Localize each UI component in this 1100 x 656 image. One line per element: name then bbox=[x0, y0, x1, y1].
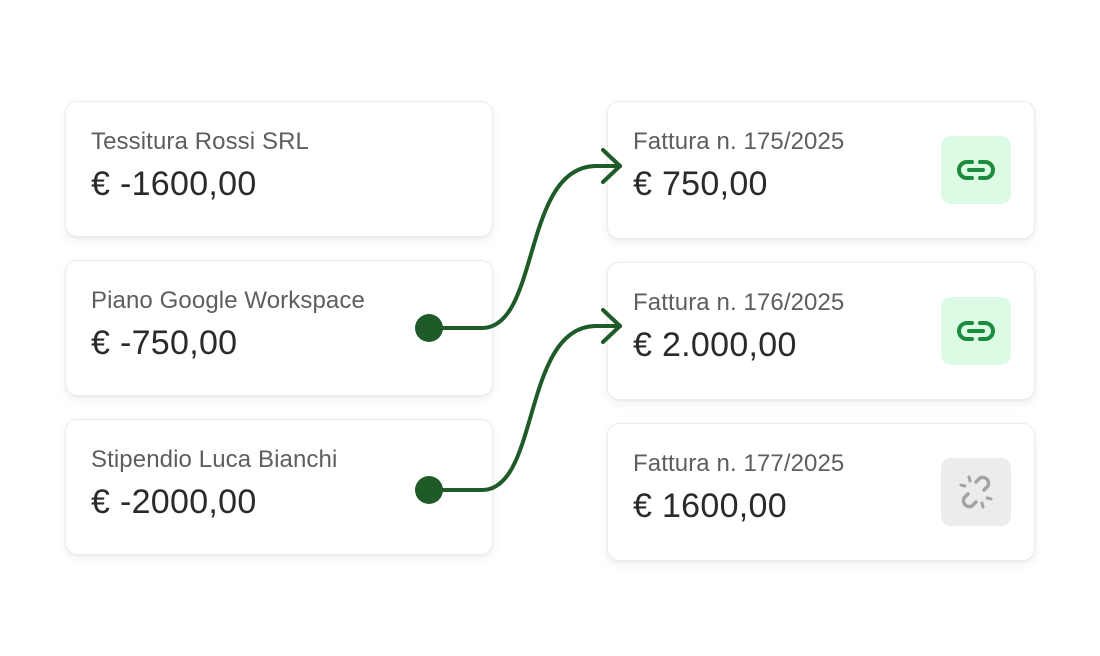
transaction-card-tessitura[interactable]: Tessitura Rossi SRL € -1600,00 bbox=[65, 101, 493, 237]
transaction-label: Tessitura Rossi SRL bbox=[91, 128, 309, 155]
invoice-card-177[interactable]: Fattura n. 177/2025 € 1600,00 bbox=[607, 423, 1035, 561]
invoice-amount: € 750,00 bbox=[633, 165, 768, 203]
link-status-button[interactable] bbox=[941, 297, 1011, 365]
transaction-card-google-workspace[interactable]: Piano Google Workspace € -750,00 bbox=[65, 260, 493, 396]
transaction-card-stipendio[interactable]: Stipendio Luca Bianchi € -2000,00 bbox=[65, 419, 493, 555]
transaction-amount: € -2000,00 bbox=[91, 483, 257, 521]
link-status-button[interactable] bbox=[941, 136, 1011, 204]
invoice-label: Fattura n. 175/2025 bbox=[633, 128, 845, 155]
invoice-card-175[interactable]: Fattura n. 175/2025 € 750,00 bbox=[607, 101, 1035, 239]
transaction-amount: € -1600,00 bbox=[91, 165, 257, 203]
invoice-amount: € 1600,00 bbox=[633, 487, 787, 525]
link-icon bbox=[957, 321, 995, 341]
broken-link-icon bbox=[959, 475, 993, 509]
transaction-amount: € -750,00 bbox=[91, 324, 238, 362]
invoice-label: Fattura n. 176/2025 bbox=[633, 289, 845, 316]
invoice-card-176[interactable]: Fattura n. 176/2025 € 2.000,00 bbox=[607, 262, 1035, 400]
link-icon bbox=[957, 160, 995, 180]
link-status-button[interactable] bbox=[941, 458, 1011, 526]
invoice-amount: € 2.000,00 bbox=[633, 326, 797, 364]
transaction-label: Piano Google Workspace bbox=[91, 287, 365, 314]
invoice-label: Fattura n. 177/2025 bbox=[633, 450, 845, 477]
transaction-label: Stipendio Luca Bianchi bbox=[91, 446, 338, 473]
